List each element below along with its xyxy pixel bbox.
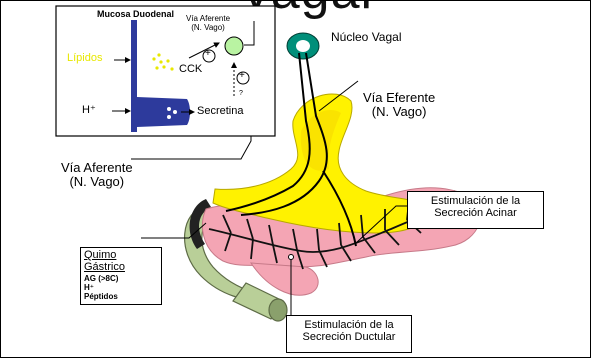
inset-secretina-label: Secretina [197, 105, 243, 117]
quimo-title: Quimo Gástrico [84, 249, 158, 273]
inset-afferent-label: Vía Aferente (N. Vago) [186, 15, 230, 33]
inset-header: Mucosa Duodenal [97, 10, 174, 20]
via-eferente-label: Vía Eferente (N. Vago) [363, 91, 435, 120]
inset-plus-1: + [205, 48, 211, 59]
inset-cck-label: CCK [179, 63, 202, 75]
quimo-item-1: AG (>8C) [84, 274, 158, 283]
quimo-item-2: H⁺ [84, 283, 158, 292]
inset-plus-2: + [239, 70, 245, 81]
quimo-box: Quimo Gástrico AG (>8C) H⁺ Péptidos [80, 247, 162, 305]
via-eferente-line2: (N. Vago) [363, 105, 435, 119]
inset-question: ? [239, 90, 243, 98]
acinar-box: Estimulación de la Secreción Acinar [407, 191, 544, 229]
nucleo-vagal-label: Núcleo Vagal [331, 31, 402, 44]
via-eferente-line1: Vía Eferente [363, 91, 435, 105]
ductular-line2: Secreción Ductular [287, 331, 411, 343]
ductular-line1: Estimulación de la [287, 319, 411, 331]
acinar-line2: Secreción Acinar [408, 207, 543, 219]
acinar-line1: Estimulación de la [408, 195, 543, 207]
quimo-item-3: Péptidos [84, 292, 158, 301]
inset-lipids-label: Lípidos [67, 52, 102, 64]
via-aferente-line2: (N. Vago) [61, 175, 133, 189]
via-aferente-line1: Vía Aferente [61, 161, 133, 175]
duodenum-opening [269, 299, 287, 321]
ductular-box: Estimulación de la Secreción Ductular [286, 315, 412, 353]
via-aferente-label: Vía Aferente (N. Vago) [61, 161, 133, 190]
mucosa-wall [131, 20, 137, 132]
inset-hplus-label: H⁺ [82, 104, 96, 116]
afferent-node [225, 37, 243, 55]
